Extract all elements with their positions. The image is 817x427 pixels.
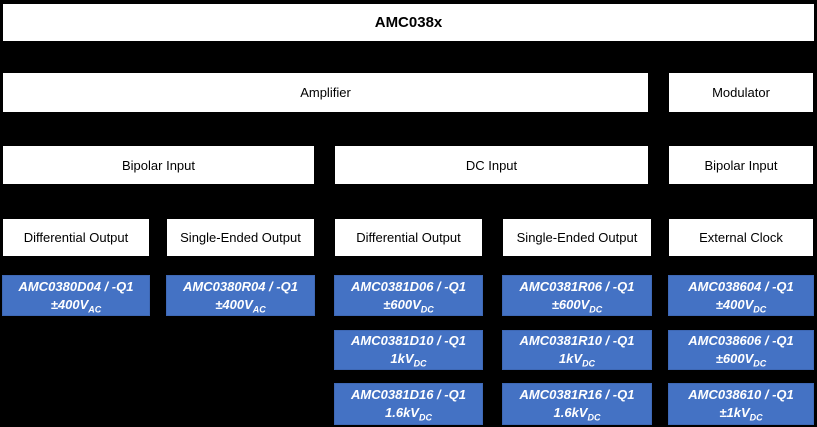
part-rating-subscript: DC [418, 412, 432, 423]
part-rating: ±600VDC [552, 296, 603, 314]
part-rating-subscript: DC [582, 358, 596, 369]
part-rating: ±400VDC [716, 296, 767, 314]
part-rating-value: 1.6kV [553, 405, 588, 420]
part-rating-value: ±600V [715, 351, 754, 366]
node-differential-output-1-label: Differential Output [23, 230, 129, 245]
node-differential-output-2-label: Differential Output [356, 230, 461, 245]
part-amc0381d16: AMC0381D16 / -Q1 1.6kVDC [334, 383, 483, 425]
node-amplifier-label: Amplifier [300, 85, 351, 100]
part-amc0381r16: AMC0381R16 / -Q1 1.6kVDC [502, 383, 652, 425]
part-rating: 1.6kVDC [554, 404, 601, 422]
part-rating-value: ±400V [50, 296, 89, 312]
node-single-ended-output-1: Single-Ended Output [166, 218, 315, 257]
part-amc0380r04: AMC0380R04 / -Q1 ±400VAC [166, 275, 315, 316]
part-rating-value: ±400V [215, 296, 253, 312]
node-bipolar-input-right: Bipolar Input [668, 145, 814, 185]
node-amplifier: Amplifier [2, 72, 649, 113]
part-rating: 1kVDC [559, 350, 595, 368]
part-rating-value: ±1kV [719, 405, 750, 420]
family-title: AMC038x [374, 14, 443, 31]
part-rating-value: ±600V [551, 296, 590, 312]
part-amc038606: AMC038606 / -Q1 ±600VDC [668, 330, 814, 370]
part-rating: ±600VDC [383, 296, 434, 314]
node-bipolar-input-left: Bipolar Input [2, 145, 315, 185]
part-rating-subscript: DC [589, 304, 603, 315]
node-dc-input: DC Input [334, 145, 649, 185]
node-external-clock-label: External Clock [699, 230, 783, 245]
part-rating: 1kVDC [390, 350, 426, 368]
part-rating-subscript: AC [252, 304, 266, 315]
node-external-clock: External Clock [668, 218, 814, 257]
part-rating-subscript: AC [88, 304, 102, 315]
part-rating: ±400VAC [215, 296, 266, 314]
node-single-ended-output-2-label: Single-Ended Output [516, 230, 638, 245]
part-amc0381r10: AMC0381R10 / -Q1 1kVDC [502, 330, 652, 370]
node-single-ended-output-2: Single-Ended Output [502, 218, 652, 257]
part-number: AMC0380D04 / -Q1 [18, 278, 134, 294]
part-number: AMC038610 / -Q1 [688, 387, 794, 402]
part-rating-value: 1kV [390, 351, 414, 366]
part-amc038604: AMC038604 / -Q1 ±400VDC [668, 275, 814, 316]
node-differential-output-2: Differential Output [334, 218, 483, 257]
part-number: AMC0381D16 / -Q1 [351, 387, 466, 402]
part-number: AMC0381D10 / -Q1 [351, 333, 466, 348]
node-dc-input-label: DC Input [465, 157, 518, 173]
node-modulator: Modulator [668, 72, 814, 113]
node-bipolar-input-left-label: Bipolar Input [122, 157, 195, 173]
part-rating: ±1kVDC [719, 404, 762, 422]
part-rating-subscript: DC [587, 412, 601, 423]
part-number: AMC0381R16 / -Q1 [519, 387, 635, 402]
part-rating-value: ±400V [715, 296, 754, 312]
part-rating-subscript: DC [753, 358, 767, 369]
part-number: AMC0381R10 / -Q1 [519, 333, 635, 348]
part-rating-value: 1.6kV [385, 405, 419, 420]
part-amc038610: AMC038610 / -Q1 ±1kVDC [668, 383, 814, 425]
part-number: AMC038606 / -Q1 [688, 333, 794, 348]
part-rating-subscript: DC [413, 358, 427, 369]
part-number: AMC0380R04 / -Q1 [183, 278, 298, 294]
part-number: AMC038604 / -Q1 [688, 278, 794, 294]
node-differential-output-1: Differential Output [2, 218, 150, 257]
part-rating: ±600VDC [716, 350, 767, 368]
family-title-box: AMC038x [2, 3, 815, 42]
part-amc0381d06: AMC0381D06 / -Q1 ±600VDC [334, 275, 483, 316]
part-number: AMC0381D06 / -Q1 [351, 278, 466, 294]
part-amc0381r06: AMC0381R06 / -Q1 ±600VDC [502, 275, 652, 316]
part-rating-subscript: DC [753, 304, 767, 315]
part-rating: ±400VAC [51, 296, 102, 314]
part-rating-subscript: DC [420, 304, 434, 315]
part-rating-value: ±600V [383, 296, 421, 312]
part-number: AMC0381R06 / -Q1 [519, 278, 635, 294]
node-modulator-label: Modulator [712, 85, 770, 100]
part-amc0380d04: AMC0380D04 / -Q1 ±400VAC [2, 275, 150, 316]
node-single-ended-output-1-label: Single-Ended Output [180, 230, 301, 245]
node-bipolar-input-right-label: Bipolar Input [704, 157, 778, 173]
part-rating-value: 1kV [558, 351, 583, 366]
part-rating: 1.6kVDC [385, 404, 432, 422]
part-rating-subscript: DC [749, 412, 763, 423]
part-amc0381d10: AMC0381D10 / -Q1 1kVDC [334, 330, 483, 370]
